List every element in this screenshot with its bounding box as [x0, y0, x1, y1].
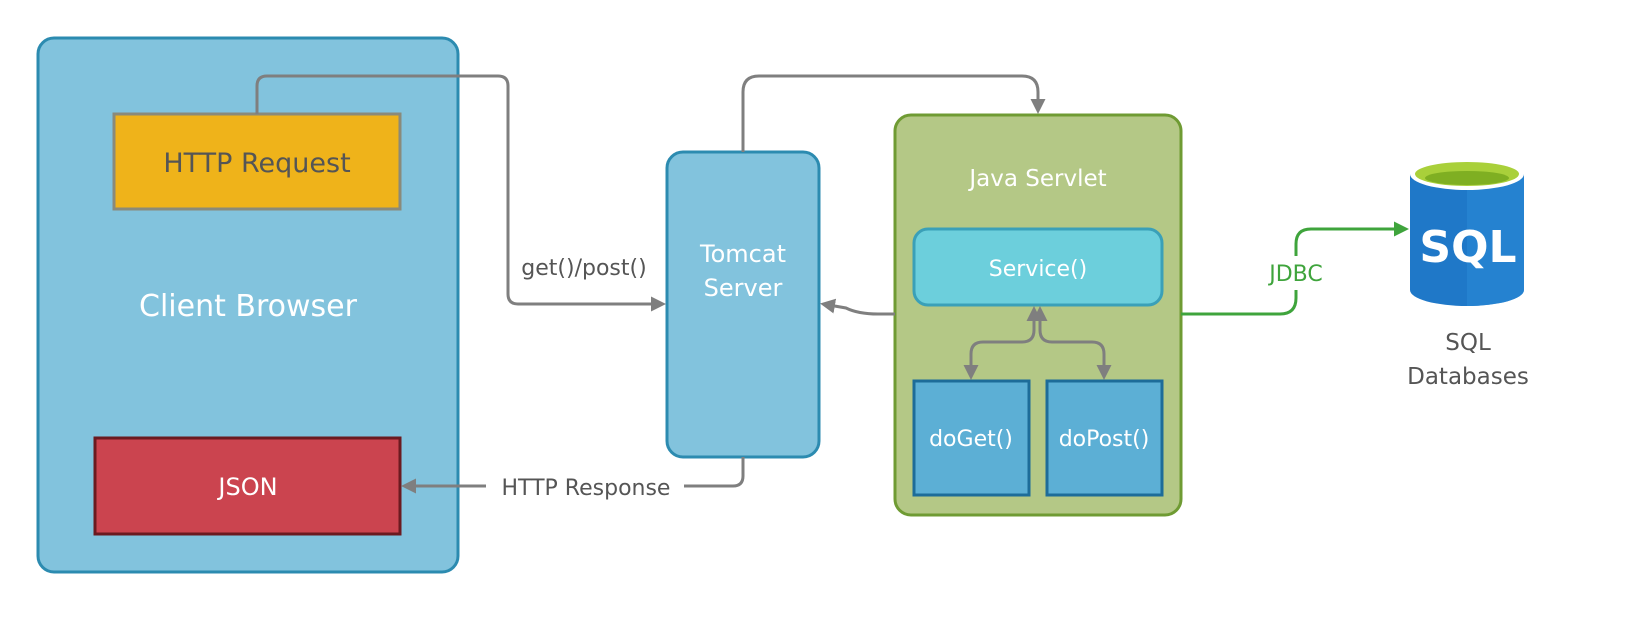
tomcat-to-servlet-arrow: [741, 74, 1046, 152]
jdbc-label-bg: [1262, 256, 1330, 290]
tomcat-to-json-arrow: [401, 457, 745, 494]
http-request-label: HTTP Request: [163, 148, 350, 179]
sql-databases-label-line2: Databases: [1407, 364, 1529, 390]
get-post-label-bg: [510, 250, 658, 284]
client-browser-label: Client Browser: [139, 289, 358, 324]
sql-databases-label-line1: SQL: [1445, 330, 1491, 356]
json-box: JSON: [93, 436, 402, 536]
http-request-box: HTTP Request: [112, 112, 402, 211]
tomcat-server-box: Tomcat Server: [665, 150, 821, 459]
http-response-label: HTTP Response: [502, 476, 671, 501]
servlet-to-tomcat-arrow: [820, 298, 895, 316]
get-post-label: get()/post(): [521, 256, 646, 281]
dopost-label: doPost(): [1059, 427, 1150, 452]
service-label: Service(): [989, 257, 1087, 282]
request-to-tomcat-arrow: [255, 74, 666, 312]
doget-label: doGet(): [929, 427, 1013, 452]
tomcat-label-line1: Tomcat: [699, 240, 786, 268]
service-box: Service(): [912, 227, 1164, 307]
service-dopost-arrow: [1032, 306, 1112, 380]
sql-icon-text: SQL: [1419, 222, 1516, 273]
doget-box: doGet(): [912, 379, 1031, 497]
dopost-box: doPost(): [1045, 379, 1164, 497]
json-label: JSON: [216, 473, 277, 501]
java-servlet-label: Java Servlet: [967, 166, 1106, 192]
http-response-label-bg: [486, 468, 684, 504]
tomcat-label-line2: Server: [704, 274, 783, 302]
sql-database-icon: SQL: [1410, 158, 1524, 306]
jdbc-label: JDBC: [1267, 262, 1323, 287]
